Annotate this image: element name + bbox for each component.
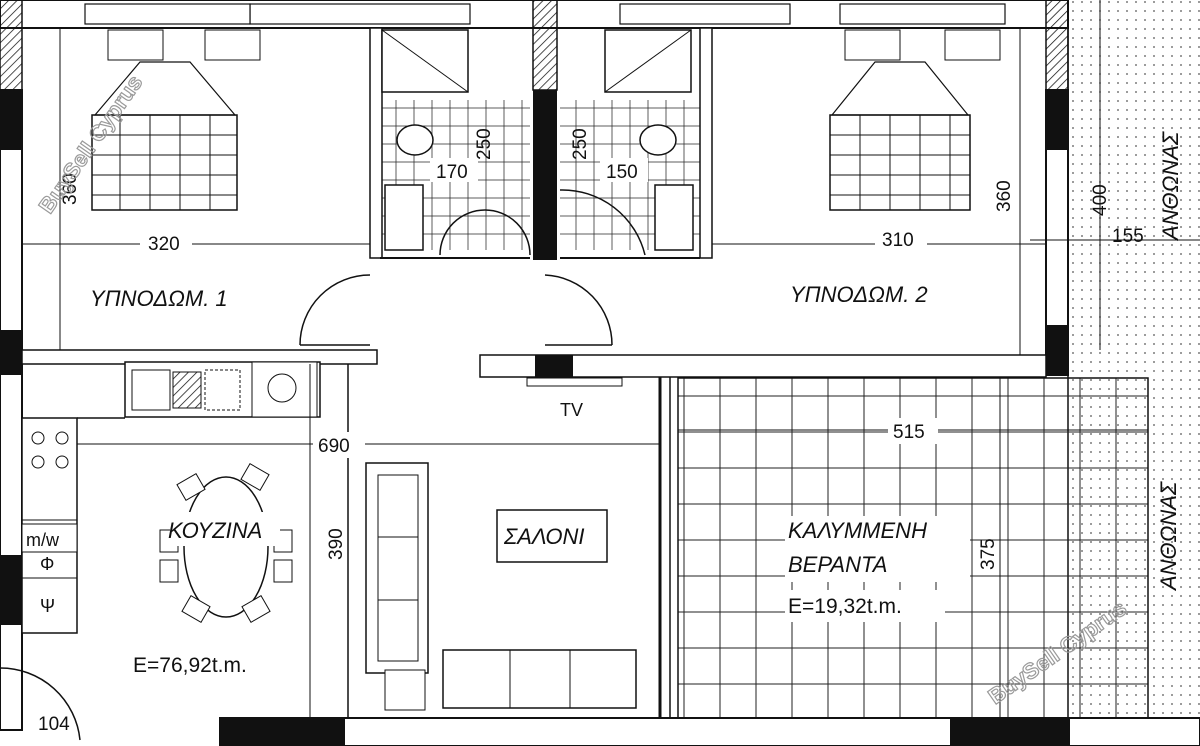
dimension-labels: 320 360 170 250 250 150 310 360 400 155 … [38, 128, 1144, 735]
dim-bath2-width: 150 [606, 162, 638, 183]
freezer-label: Ψ [40, 596, 55, 616]
dim-bath1-width: 170 [436, 162, 468, 183]
sofas [365, 377, 637, 711]
garden-bottom-label: ΑΝΘΩΝΑΣ [1156, 481, 1181, 592]
total-area-box: E=76,92t.m. [128, 646, 293, 680]
dim-veranda-width: 515 [893, 422, 925, 443]
garden-top-label: ΑΝΘΩΝΑΣ [1158, 131, 1183, 242]
kitchen-label-box: ΚΟΥΖΙΝΑ [168, 512, 280, 546]
dim-bed2-depth: 360 [994, 180, 1015, 212]
total-area: E=76,92t.m. [133, 654, 247, 677]
kitchen-counter [21, 361, 321, 634]
microwave-label: m/w [26, 530, 60, 550]
fridge-label: Φ [40, 554, 54, 574]
dim-door-corner: 104 [38, 714, 70, 735]
kitchen-label: ΚΟΥΖΙΝΑ [168, 518, 262, 543]
living-label: ΣΑΛΟΝΙ [503, 524, 585, 549]
dim-garden-depth: 400 [1090, 184, 1111, 216]
dim-bath1-depth: 250 [474, 128, 495, 160]
doors [0, 189, 646, 741]
bed-2 [829, 29, 1001, 211]
dim-bed2-width: 310 [882, 230, 914, 251]
dim-garden-width: 155 [1112, 226, 1144, 247]
veranda-label-line2: ΒΕΡΑΝΤΑ [788, 552, 887, 577]
tv-label: TV [560, 400, 583, 420]
bedroom-2-label: ΥΠΝΟΔΩΜ. 2 [790, 282, 928, 307]
dim-kitchen-width: 690 [318, 436, 350, 457]
dim-veranda-depth: 375 [978, 538, 999, 570]
dim-kitchen-depth: 390 [326, 528, 347, 560]
bedroom-1-label: ΥΠΝΟΔΩΜ. 1 [90, 286, 228, 311]
bed-1 [91, 29, 261, 211]
living-label-box: ΣΑΛΟΝΙ [496, 509, 608, 563]
veranda-label-line1: ΚΑΛΥΜΜΕΝΗ [788, 518, 927, 543]
bathroom-fixtures [381, 29, 694, 251]
veranda-label-box: ΚΑΛΥΜΜΕΝΗ ΒΕΡΑΝΤΑ [785, 516, 970, 582]
veranda-area-box: E=19,32t.m. [785, 590, 945, 622]
dim-bed1-width: 320 [148, 234, 180, 255]
veranda-area: E=19,32t.m. [788, 595, 902, 618]
dim-bath2-depth: 250 [570, 128, 591, 160]
dim-bed1-depth: 360 [60, 173, 81, 205]
